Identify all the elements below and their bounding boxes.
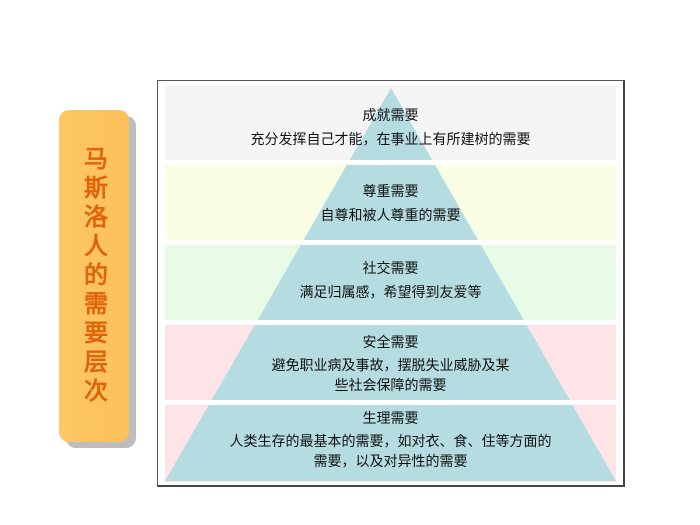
level-desc: 充分发挥自己才能，在事业上有所建树的需要 xyxy=(250,132,531,148)
level-name: 安全需要 xyxy=(362,335,419,351)
level-name: 生理需要 xyxy=(362,411,419,427)
level-desc-line-2: 些社会保障的需要 xyxy=(334,378,447,394)
level-desc: 自尊和被人尊重的需要 xyxy=(320,208,461,224)
gap-2 xyxy=(160,240,622,245)
title-box: 马斯洛人的需要层次 xyxy=(59,110,129,442)
diagram-title: 马斯洛人的需要层次 xyxy=(79,145,108,407)
level-desc: 满足归属感，希望得到友爱等 xyxy=(299,285,482,301)
level-name: 社交需要 xyxy=(362,261,419,277)
level-desc-line-2: 需要，以及对异性的需要 xyxy=(313,454,468,470)
level-name: 尊重需要 xyxy=(362,184,419,200)
level-esteem: 尊重需要 自尊和被人尊重的需要 xyxy=(165,182,616,226)
gap-4 xyxy=(160,400,622,405)
level-safety: 安全需要 避免职业病及事故，摆脱失业威胁及某 些社会保障的需要 xyxy=(165,333,616,396)
level-name: 成就需要 xyxy=(362,108,419,124)
gap-3 xyxy=(160,320,622,325)
level-desc-line-1: 人类生存的最基本的需要，如对衣、食、住等方面的 xyxy=(229,434,552,450)
pyramid-triangle xyxy=(165,88,616,481)
level-achievement: 成就需要 充分发挥自己才能，在事业上有所建树的需要 xyxy=(165,106,616,150)
level-physiological: 生理需要 人类生存的最基本的需要，如对衣、食、住等方面的 需要，以及对异性的需要 xyxy=(165,409,616,472)
level-social: 社交需要 满足归属感，希望得到友爱等 xyxy=(165,259,616,303)
level-desc-line-1: 避免职业病及事故，摆脱失业威胁及某 xyxy=(271,358,510,374)
gap-1 xyxy=(160,160,622,165)
